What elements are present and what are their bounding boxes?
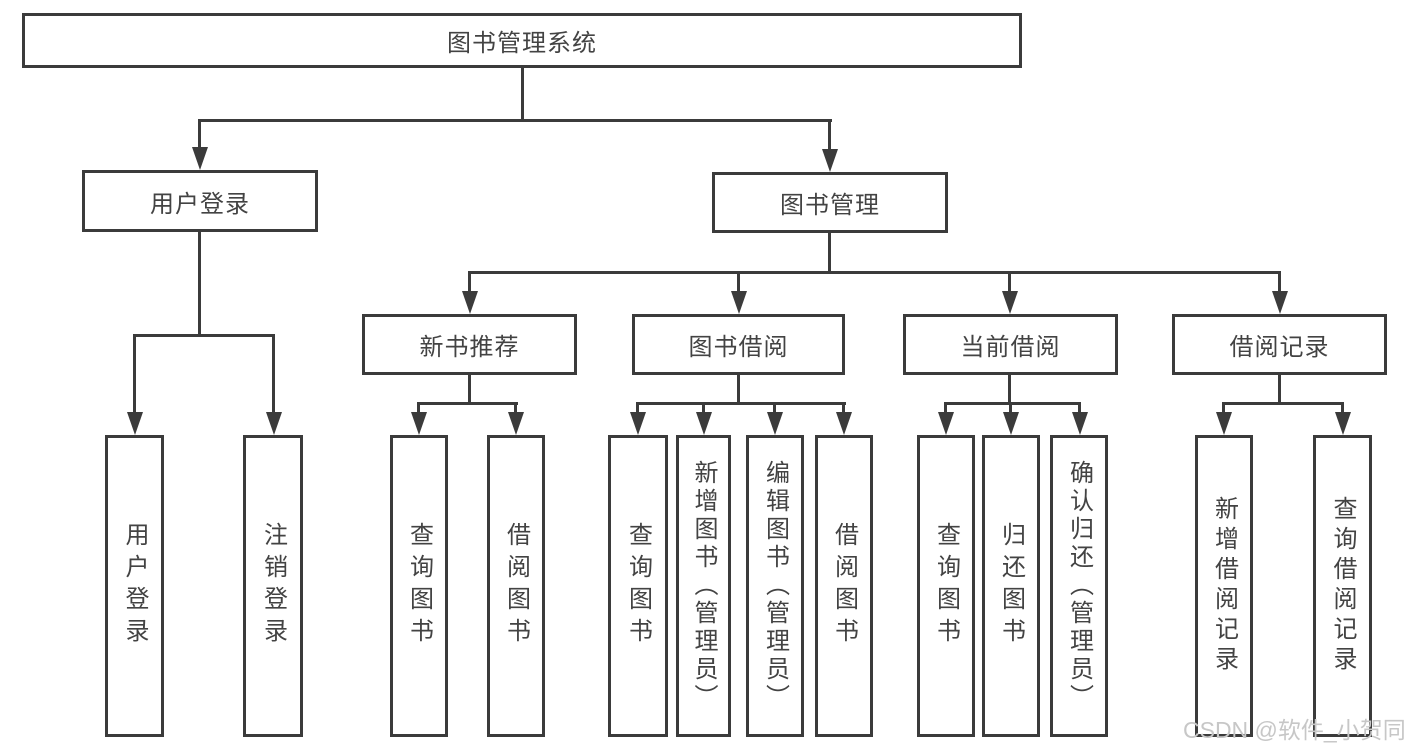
arrowhead-down	[1216, 412, 1232, 435]
leaf-query-books-recommend: 查询图书	[390, 435, 448, 737]
connector-line	[521, 68, 524, 121]
node-label: 用户登录	[150, 190, 250, 218]
leaf-query-books-current: 查询图书	[917, 435, 975, 737]
node-label: 编辑图书（管理员）	[761, 460, 789, 712]
leaf-logout: 注销登录	[243, 435, 303, 737]
connector-line	[1008, 271, 1011, 293]
node-label: 借阅图书	[830, 522, 858, 650]
node-label: 查询图书	[405, 522, 433, 650]
connector-line	[828, 119, 831, 151]
arrowhead-down	[266, 412, 282, 435]
connector-line	[1222, 402, 1225, 414]
connector-line	[198, 119, 832, 122]
arrowhead-down	[411, 412, 427, 435]
node-label: 新增图书（管理员）	[690, 460, 717, 712]
connector-line	[417, 402, 420, 414]
leaf-add-borrow-record: 新增借阅记录	[1195, 435, 1253, 737]
node-label: 当前借阅	[960, 334, 1061, 361]
arrowhead-down	[1003, 412, 1019, 435]
node-new-book-recommend: 新书推荐	[362, 314, 577, 375]
node-label: 查询借阅记录	[1329, 496, 1356, 676]
connector-line	[737, 375, 740, 404]
connector-line	[1008, 375, 1011, 404]
leaf-borrow-books-recommend: 借阅图书	[487, 435, 545, 737]
node-label: 确认归还（管理员）	[1065, 460, 1093, 712]
leaf-query-borrow-record: 查询借阅记录	[1313, 435, 1372, 737]
leaf-return-book: 归还图书	[982, 435, 1040, 737]
connector-line	[468, 271, 471, 293]
arrowhead-down	[462, 291, 478, 314]
connector-line	[636, 402, 639, 414]
connector-line	[828, 233, 831, 274]
node-label: 图书管理系统	[447, 30, 597, 57]
connector-line	[133, 334, 136, 414]
node-current-borrow: 当前借阅	[903, 314, 1118, 375]
connector-line	[1278, 271, 1281, 293]
node-label: 图书借阅	[688, 334, 789, 361]
arrowhead-down	[1072, 412, 1088, 435]
csdn-watermark: CSDN @软件_小贺同学	[1183, 717, 1405, 743]
node-label: 新书推荐	[419, 334, 520, 361]
node-label: 注销登录	[259, 522, 287, 650]
connector-line	[514, 402, 517, 414]
leaf-edit-book-admin: 编辑图书（管理员）	[746, 435, 804, 737]
arrowhead-down	[1002, 291, 1018, 314]
leaf-borrow-book: 借阅图书	[815, 435, 873, 737]
arrowhead-down	[1335, 412, 1351, 435]
node-label: 图书管理	[780, 192, 880, 219]
arrowhead-down	[767, 412, 783, 435]
connector-line	[842, 402, 845, 414]
node-label: 借阅图书	[502, 522, 530, 650]
connector-line	[1222, 402, 1344, 405]
arrowhead-down	[836, 412, 852, 435]
arrowhead-down	[696, 412, 712, 435]
node-label: 归还图书	[997, 522, 1025, 650]
arrowhead-down	[192, 147, 208, 170]
arrowhead-down	[938, 412, 954, 435]
connector-line	[1341, 402, 1344, 414]
node-book-management-branch: 图书管理	[712, 172, 948, 233]
connector-line	[198, 119, 201, 149]
leaf-confirm-return-admin: 确认归还（管理员）	[1050, 435, 1108, 737]
connector-line	[1078, 402, 1081, 414]
arrowhead-down	[630, 412, 646, 435]
leaf-add-book-admin: 新增图书（管理员）	[676, 435, 731, 737]
node-label: 借阅记录	[1229, 334, 1330, 361]
arrowhead-down	[731, 291, 747, 314]
node-library-management-system: 图书管理系统	[22, 13, 1022, 68]
node-label: 查询图书	[624, 522, 652, 650]
arrowhead-down	[1272, 291, 1288, 314]
node-user-login-branch: 用户登录	[82, 170, 318, 232]
connector-line	[468, 375, 471, 404]
connector-line	[737, 271, 740, 293]
node-label: 用户登录	[121, 522, 148, 650]
leaf-query-books-borrow: 查询图书	[608, 435, 668, 737]
connector-line	[272, 334, 275, 414]
connector-line	[417, 402, 518, 405]
node-borrow-records: 借阅记录	[1172, 314, 1387, 375]
arrowhead-down	[508, 412, 524, 435]
connector-line	[773, 402, 776, 414]
connector-line	[944, 402, 947, 414]
connector-line	[133, 334, 275, 337]
connector-line	[702, 402, 705, 414]
node-label: 新增借阅记录	[1210, 496, 1238, 676]
node-book-borrow: 图书借阅	[632, 314, 845, 375]
node-label: 查询图书	[932, 522, 960, 650]
connector-line	[468, 271, 1281, 274]
leaf-user-login: 用户登录	[105, 435, 164, 737]
connector-line	[1009, 402, 1012, 414]
connector-line	[636, 402, 846, 405]
arrowhead-down	[822, 149, 838, 172]
arrowhead-down	[127, 412, 143, 435]
connector-line	[944, 402, 1081, 405]
connector-line	[198, 232, 201, 337]
connector-line	[1278, 375, 1281, 404]
